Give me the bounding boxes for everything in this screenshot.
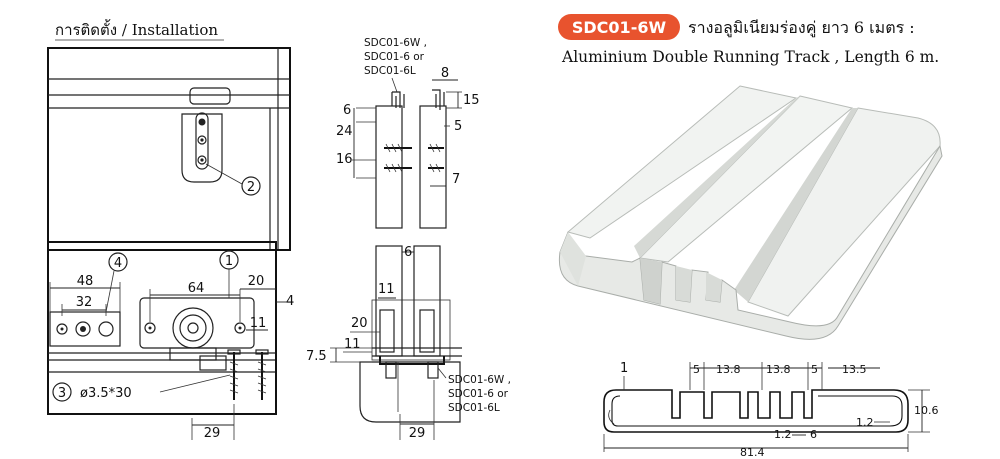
- mounting-screws: [227, 349, 269, 400]
- product-badge: SDC01-6W: [558, 14, 680, 40]
- pdim-13-8a: 13.8: [716, 363, 741, 376]
- pdim-1: 1: [620, 361, 628, 376]
- pdim-13-5: 13.5: [842, 363, 867, 376]
- dim-15: 15: [463, 93, 480, 108]
- dim-64: 64: [188, 281, 205, 296]
- dim-29-left: 29: [191, 404, 235, 441]
- dim-20b: 20: [351, 316, 368, 331]
- dim-29b: 29: [409, 426, 426, 441]
- model-label-top-2: SDC01-6 or: [364, 51, 425, 63]
- dim-20: 20: [248, 274, 265, 289]
- stopper-plate: 4: [49, 252, 128, 347]
- dim-6: 6: [343, 103, 351, 118]
- profile-dims: 1 5 13.8 13.8 5 13.5 10.6 1.2 6 1.2 81.4: [603, 361, 939, 459]
- dims-hanger: 64 20 4 11: [149, 274, 294, 331]
- pdim-81-4: 81.4: [740, 446, 765, 459]
- callout-4: [108, 252, 128, 272]
- track-3d-illustration: [558, 85, 943, 340]
- dim-11c: 11: [344, 337, 361, 352]
- track-section-bottom: [359, 245, 462, 423]
- model-label-bottom-1: SDC01-6W ,: [448, 374, 511, 386]
- dim-11b: 11: [378, 282, 395, 297]
- dim-4: 4: [286, 294, 294, 309]
- dim-32: 32: [76, 295, 93, 310]
- pdim-6: 6: [810, 428, 817, 441]
- callout-3-label: 3: [58, 386, 66, 401]
- pdim-1-2b: 1.2: [856, 416, 874, 429]
- model-label-bottom-3: SDC01-6L: [448, 402, 500, 414]
- model-label-top-3: SDC01-6L: [364, 65, 416, 77]
- hanging-bracket: 2: [181, 87, 261, 196]
- track-profile-section: [603, 389, 909, 433]
- model-label-bottom-2: SDC01-6 or: [448, 388, 509, 400]
- callout-1-label: 1: [225, 254, 233, 269]
- dim-7-5: 7.5: [306, 349, 327, 364]
- screw-spec: 3 ø3.5*30: [52, 374, 231, 402]
- model-label-top-1: SDC01-6W ,: [364, 37, 427, 49]
- roller-hanger: 1: [139, 250, 255, 371]
- product-code: SDC01-6W: [572, 18, 667, 37]
- product-title-english: Aluminium Double Running Track , Length …: [561, 48, 939, 66]
- dims-top-middle: 8 15 6 24 5 16 7: [336, 66, 480, 187]
- cabinet-top-view: [47, 47, 291, 251]
- dim-11: 11: [250, 316, 267, 331]
- callout-2: [241, 176, 261, 196]
- installation-title: การติดตั้ง / Installation: [55, 19, 218, 39]
- pdim-5a: 5: [693, 363, 700, 376]
- callout-2-label: 2: [247, 180, 255, 195]
- screw-size: ø3.5*30: [80, 386, 132, 401]
- track-section-top: [356, 89, 447, 229]
- dim-48: 48: [77, 274, 94, 289]
- dim-5: 5: [454, 119, 462, 134]
- callout-4-label: 4: [114, 256, 122, 271]
- dim-6b: 6: [404, 245, 412, 260]
- pdim-10-6: 10.6: [914, 404, 939, 417]
- pdim-13-8b: 13.8: [766, 363, 791, 376]
- dim-7: 7: [452, 172, 460, 187]
- dims-bottom-middle: 6 11 20 11 7.5 29: [306, 245, 435, 441]
- dim-24: 24: [336, 124, 353, 139]
- callout-3: [52, 382, 72, 402]
- dim-29: 29: [204, 426, 221, 441]
- product-title-thai: รางอลูมิเนียมร่องคู่ ยาว 6 เมตร :: [688, 18, 915, 38]
- dim-8: 8: [441, 66, 449, 81]
- pdim-1-2a: 1.2: [774, 428, 792, 441]
- dims-plate: 48 32: [49, 274, 121, 316]
- dim-16: 16: [336, 152, 353, 167]
- pdim-5b: 5: [811, 363, 818, 376]
